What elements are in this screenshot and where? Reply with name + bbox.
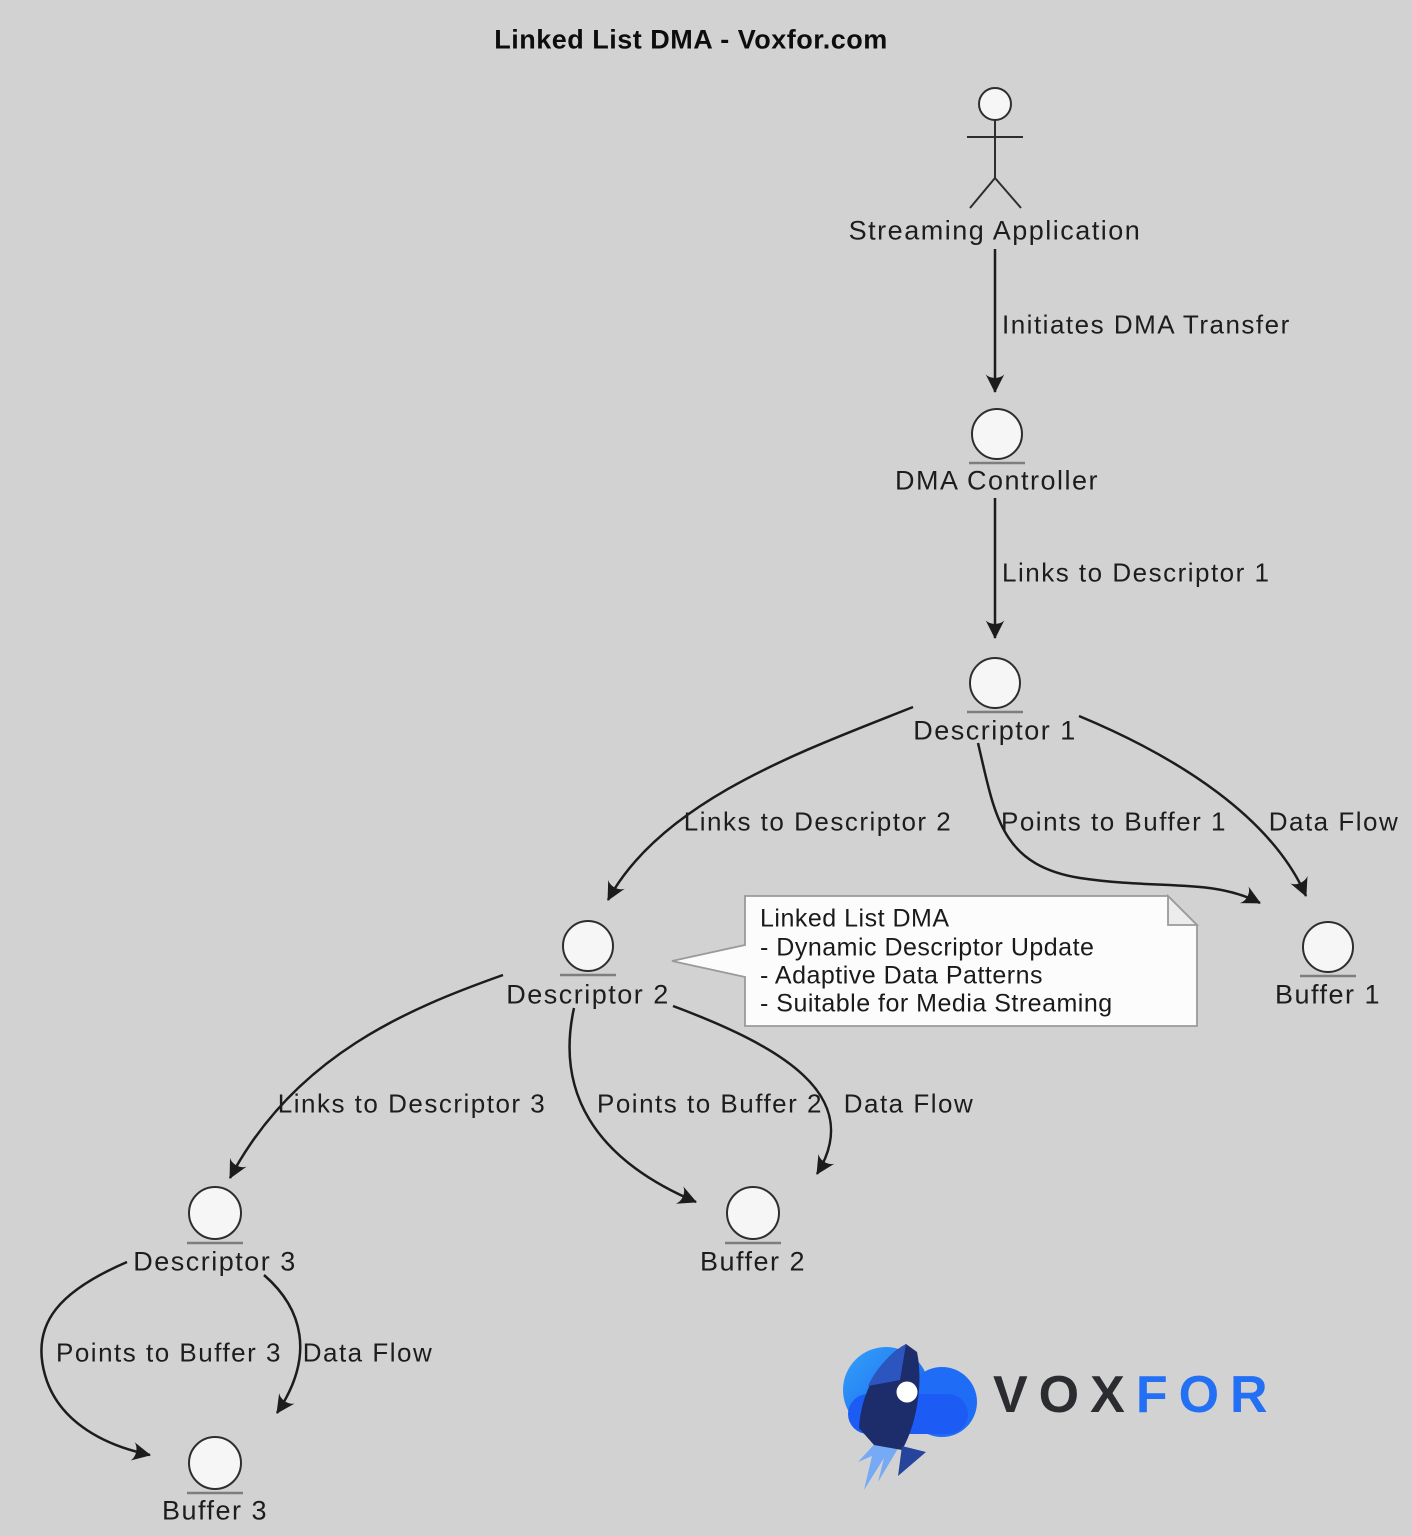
edge-label-points-to-buffer-3: Points to Buffer 3 xyxy=(56,1337,282,1368)
node-label-descriptor-1: Descriptor 1 xyxy=(913,715,1077,746)
edge-points-to-buffer-3 xyxy=(40,1260,151,1461)
rocket-porthole-icon xyxy=(896,1381,918,1403)
voxfor-wordmark-vox: VOX xyxy=(993,1366,1136,1424)
edge-data-flow-3 xyxy=(263,1274,302,1414)
edge-label-points-to-buffer-2: Points to Buffer 2 xyxy=(597,1088,823,1119)
node-descriptor-1 xyxy=(967,657,1023,714)
node-label-buffer-2: Buffer 2 xyxy=(699,1246,807,1277)
note-fold-corner xyxy=(1167,893,1200,926)
node-buffer-3 xyxy=(187,1436,243,1495)
note-item-3: - Suitable for Media Streaming xyxy=(760,989,1113,1018)
actor-label: Streaming Application xyxy=(848,215,1142,246)
note-item-2: - Adaptive Data Patterns xyxy=(760,961,1043,990)
node-label-buffer-3: Buffer 3 xyxy=(161,1495,269,1526)
note-box xyxy=(671,893,1200,1027)
node-label-descriptor-2: Descriptor 2 xyxy=(506,979,670,1010)
note-title: Linked List DMA xyxy=(760,904,950,933)
edge-label-points-to-buffer-1: Points to Buffer 1 xyxy=(1001,806,1227,837)
node-descriptor-2 xyxy=(560,920,616,977)
edge-links-to-descriptor-2 xyxy=(606,705,914,901)
voxfor-logo-icon xyxy=(843,1344,977,1490)
edge-points-to-buffer-2 xyxy=(568,1007,697,1204)
edge-links-to-descriptor-3 xyxy=(228,973,504,1179)
node-label-descriptor-3: Descriptor 3 xyxy=(133,1246,297,1277)
node-buffer-2 xyxy=(725,1186,781,1245)
rocket-fin-icon xyxy=(898,1446,926,1476)
edge-label-links-to-descriptor-3: Links to Descriptor 3 xyxy=(277,1088,547,1119)
edge-label-links-to-descriptor-1: Links to Descriptor 1 xyxy=(1002,557,1271,588)
node-dma-controller xyxy=(969,408,1025,465)
node-buffer-1 xyxy=(1300,921,1356,978)
voxfor-wordmark-for: FOR xyxy=(1135,1366,1279,1424)
diagram-title: Linked List DMA - Voxfor.com xyxy=(494,24,888,55)
actor-streaming-application-icon xyxy=(967,87,1023,209)
node-label-buffer-1: Buffer 1 xyxy=(1274,979,1382,1010)
edge-label-data-flow-1: Data Flow xyxy=(1268,806,1400,837)
voxfor-wordmark: VOXFOR xyxy=(993,1365,1279,1425)
rocket-nose-icon xyxy=(868,1344,906,1386)
rocket-icon xyxy=(859,1344,920,1450)
edge-label-initiates-dma-transfer: Initiates DMA Transfer xyxy=(1002,309,1291,340)
rocket-flame-icon xyxy=(858,1438,902,1490)
edge-data-flow-1 xyxy=(1078,714,1308,897)
edge-points-to-buffer-1 xyxy=(976,742,1261,905)
edge-label-data-flow-3: Data Flow xyxy=(302,1337,434,1368)
node-descriptor-3 xyxy=(187,1186,243,1245)
node-label-dma-controller: DMA Controller xyxy=(894,465,1100,496)
note-item-1: - Dynamic Descriptor Update xyxy=(760,933,1095,962)
edge-label-links-to-descriptor-2: Links to Descriptor 2 xyxy=(683,806,953,837)
edge-label-data-flow-2: Data Flow xyxy=(843,1088,975,1119)
edge-data-flow-2 xyxy=(672,1004,835,1175)
